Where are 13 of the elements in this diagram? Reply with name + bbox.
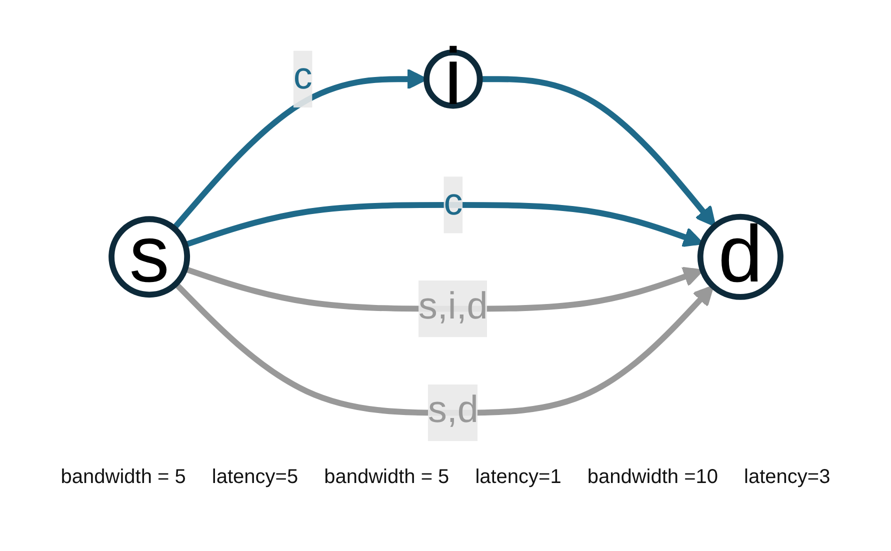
edge-label: c <box>443 184 462 224</box>
edge-label: s,i,d <box>418 288 488 328</box>
link-attribute-label: bandwidth =10 <box>587 466 718 489</box>
link-attribute-label: latency=5 <box>212 466 298 489</box>
link-attribute-label: latency=3 <box>744 466 830 489</box>
link-attribute-label: bandwidth = 5 <box>324 466 450 489</box>
edge-label: s,d <box>427 392 478 432</box>
node-circle: s <box>108 216 190 298</box>
link-attribute-label: latency=1 <box>475 466 562 489</box>
arrow <box>173 282 714 416</box>
node-circle: d <box>696 214 783 300</box>
link-attribute-label: bandwidth = 5 <box>60 466 186 489</box>
edge-label: c <box>292 58 312 98</box>
